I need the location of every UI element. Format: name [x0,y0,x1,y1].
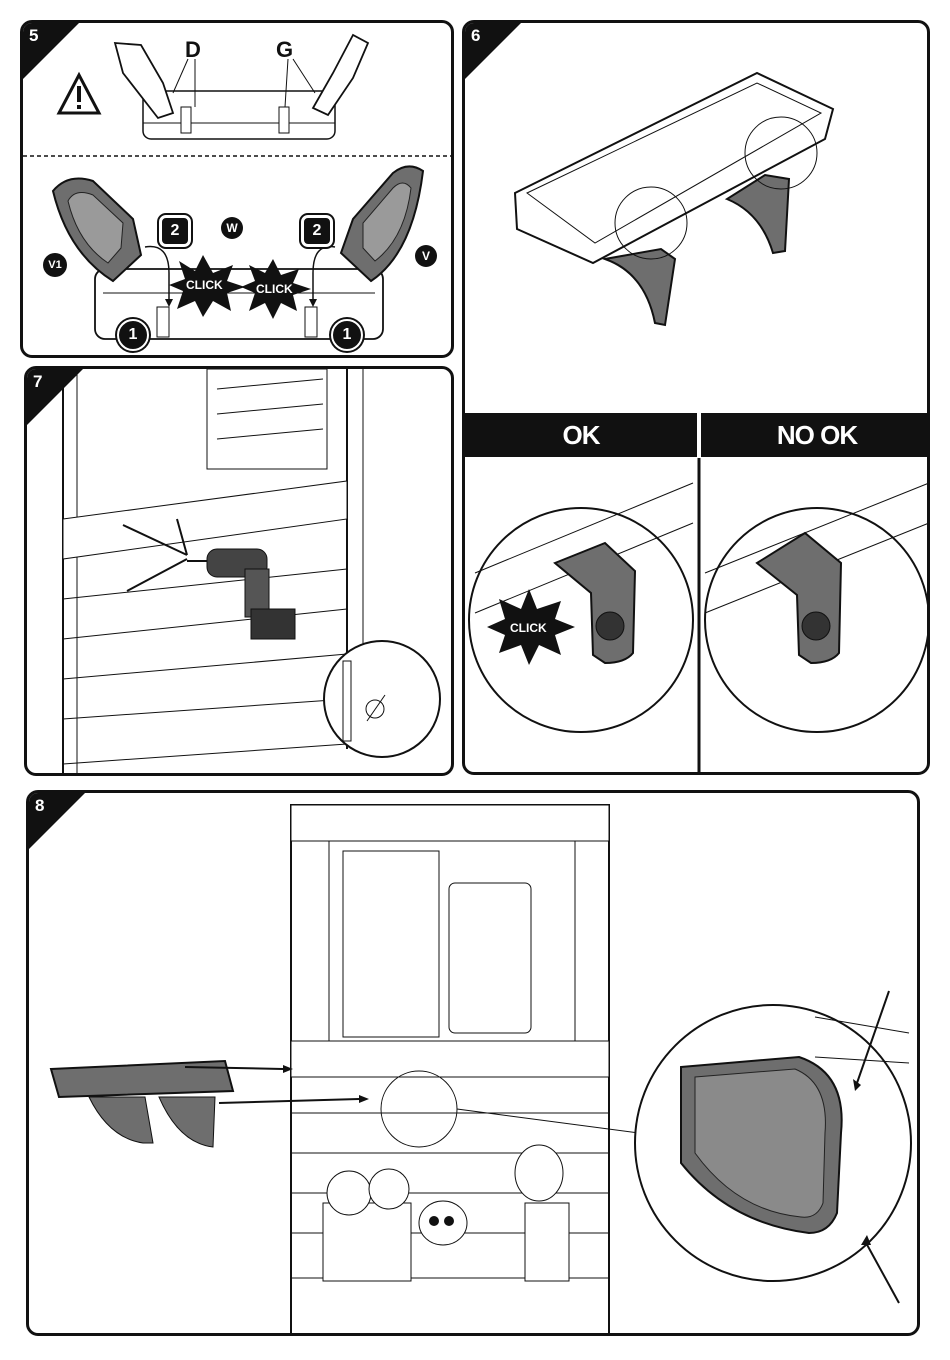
step-5-illustration [23,23,454,358]
callout-1-right: 1 [331,319,363,351]
label-v: V [415,245,437,267]
click-label-right: CLICK [256,282,293,296]
callout-1-left: 1 [117,319,149,351]
step-6-illustration [465,23,930,775]
drill-bit-icon [343,661,351,741]
label-g: G [276,37,293,63]
label-w: W [221,217,243,239]
step-7-panel: 7 [24,366,454,776]
label-d: D [185,37,201,63]
step-7-illustration [27,369,454,776]
callout-2-left: 2 [159,215,191,247]
label-v1: V1 [43,253,67,277]
step-7-number: 7 [33,372,42,392]
warning-icon [59,75,99,113]
no-ok-banner: NO OK [701,413,930,457]
click-label-left: CLICK [186,278,223,292]
step-8-panel: 8 [26,790,920,1336]
drill-icon [187,549,295,639]
step-8-illustration [29,793,920,1336]
step-5-panel: 5 D G W V1 V 2 2 1 1 CLICK CLICK [20,20,454,358]
step-8-number: 8 [35,796,44,816]
ok-banner: OK [465,413,697,457]
step-6-number: 6 [471,26,480,46]
step-6-panel: 6 OK NO OK CLICK [462,20,930,775]
callout-2-right: 2 [301,215,333,247]
click-label: CLICK [510,621,547,635]
step-5-number: 5 [29,26,38,46]
